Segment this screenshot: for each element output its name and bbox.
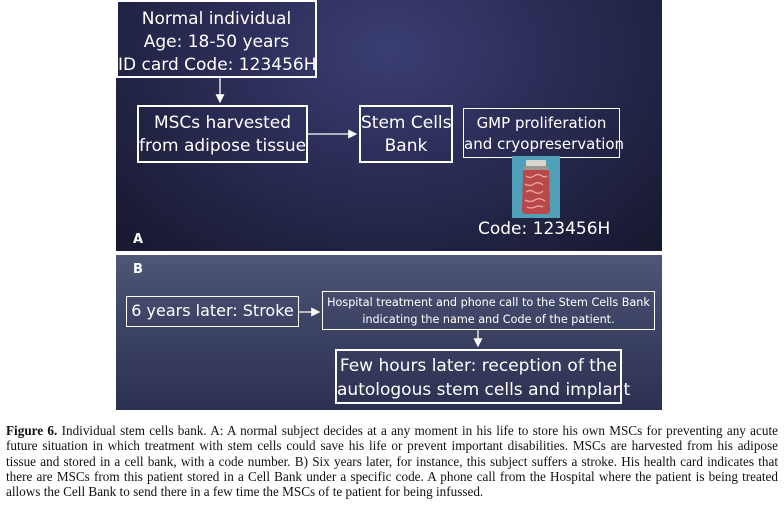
gmp-line-2: and cryopreservation bbox=[464, 135, 625, 153]
msc-harvest-box: MSCs harvested from adipose tissue bbox=[137, 105, 308, 163]
bank-line-1: Stem Cells bbox=[361, 113, 452, 133]
code-label: Code: 123456H bbox=[478, 219, 611, 239]
bank-line-2: Bank bbox=[384, 136, 428, 156]
cryo-jar-icon bbox=[512, 156, 560, 218]
harvest-line-2: from adipose tissue bbox=[139, 136, 307, 156]
hospital-line-2: indicating the name and Code of the pati… bbox=[362, 313, 615, 326]
individual-line-2: Age: 18-50 years bbox=[143, 32, 290, 52]
reception-line-2: autologous stem cells and implant bbox=[337, 380, 631, 400]
figure-diagram: Normal individual Age: 18-50 years ID ca… bbox=[116, 0, 662, 410]
stroke-text: 6 years later: Stroke bbox=[131, 301, 294, 320]
figure-caption: Figure 6. Individual stem cells bank. A:… bbox=[6, 423, 778, 499]
reception-line-1: Few hours later: reception of the bbox=[339, 356, 618, 376]
panel-a: Normal individual Age: 18-50 years ID ca… bbox=[116, 0, 662, 251]
gmp-line-1: GMP proliferation bbox=[476, 114, 607, 132]
normal-individual-box: Normal individual Age: 18-50 years ID ca… bbox=[116, 0, 317, 78]
panel-b-letter: B bbox=[133, 262, 143, 277]
hospital-box: Hospital treatment and phone call to the… bbox=[322, 291, 655, 330]
individual-line-3: ID card Code: 123456H bbox=[118, 55, 317, 75]
caption-label: Figure 6. bbox=[6, 423, 58, 438]
hospital-line-1: Hospital treatment and phone call to the… bbox=[327, 296, 650, 309]
stem-cells-bank-box: Stem Cells Bank bbox=[359, 105, 453, 163]
flow-arrows bbox=[215, 78, 483, 348]
harvest-line-1: MSCs harvested bbox=[153, 113, 292, 133]
panel-b: B 6 years later: Stroke Hospital treatme… bbox=[116, 255, 662, 410]
reception-box: Few hours later: reception of the autolo… bbox=[335, 349, 631, 404]
panel-a-letter: A bbox=[133, 232, 144, 247]
gmp-box: GMP proliferation and cryopreservation bbox=[463, 108, 625, 158]
caption-text: Individual stem cells bank. A: A normal … bbox=[6, 423, 778, 500]
stroke-box: 6 years later: Stroke bbox=[126, 296, 299, 327]
individual-line-1: Normal individual bbox=[141, 9, 292, 29]
